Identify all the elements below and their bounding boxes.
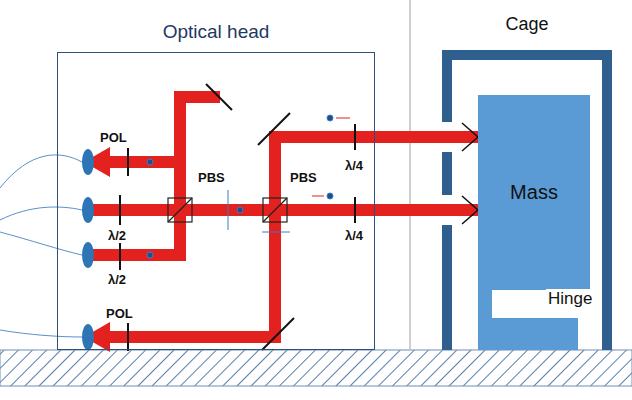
polarizer-label: POL	[98, 130, 129, 145]
node-label: Mass	[478, 181, 590, 204]
waveplate-label: λ/4	[343, 228, 365, 243]
node-heading: Optical head	[58, 21, 374, 43]
polarizer-label: POL	[104, 306, 135, 321]
optical-elements	[120, 84, 355, 351]
hinge-label: Hinge	[546, 289, 594, 309]
waveplate-label: λ/2	[106, 272, 128, 287]
pbs-label: PBS	[288, 170, 319, 185]
fibers	[0, 155, 82, 337]
pbs-label: PBS	[196, 170, 227, 185]
laser-beams	[84, 91, 478, 352]
divider-line	[409, 0, 411, 350]
arrow-chevrons	[462, 123, 478, 224]
ground-hatch	[0, 350, 632, 386]
waveplate-label: λ/2	[106, 228, 128, 243]
node-heading: Cage	[442, 14, 612, 35]
mass-block: Mass	[478, 95, 590, 290]
laser-ends	[82, 149, 94, 350]
cage-frame	[440, 50, 612, 350]
waveplate-label: λ/4	[343, 158, 365, 173]
polarization-symbols	[147, 115, 350, 258]
